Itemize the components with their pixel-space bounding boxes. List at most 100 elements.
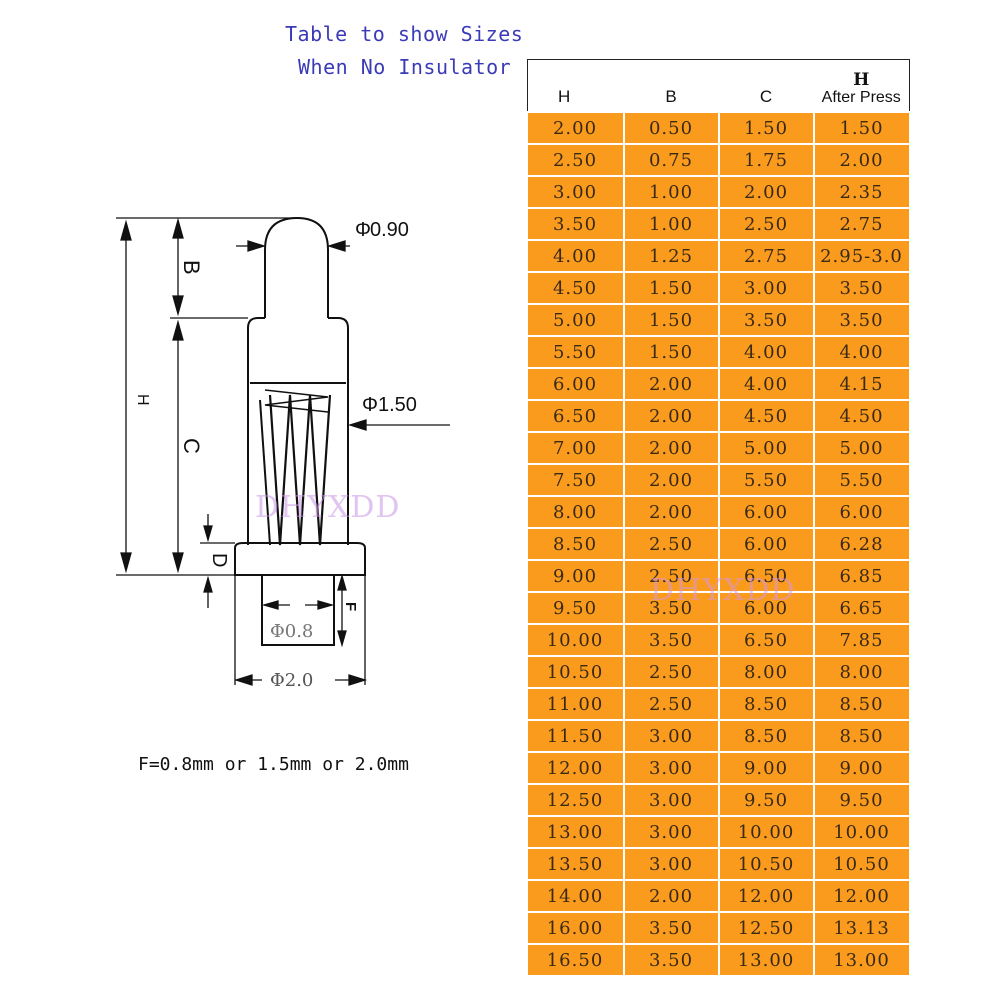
- cell-h: 12.50: [527, 783, 625, 817]
- table-title-line-1: Table to show Sizes: [285, 22, 524, 46]
- cell-c: 6.00: [717, 527, 815, 561]
- cell-h: 7.00: [527, 431, 625, 465]
- cell-b: 1.00: [622, 175, 720, 209]
- dimension-label-h: H: [134, 394, 151, 406]
- cell-c: 8.50: [717, 687, 815, 721]
- cell-h-after-press: 10.00: [812, 815, 911, 849]
- base-diameter-label: Φ2.0: [270, 670, 313, 691]
- cell-h: 14.00: [527, 879, 625, 913]
- cell-h: 9.50: [527, 591, 625, 625]
- header-after-press-label: After Press: [821, 89, 901, 106]
- spring-top: [264, 389, 329, 413]
- cell-h: 5.50: [527, 335, 625, 369]
- cell-h: 5.00: [527, 303, 625, 337]
- tip-diameter-symbol: Φ: [355, 219, 371, 241]
- cell-b: 0.50: [622, 111, 720, 145]
- cell-b: 2.50: [622, 687, 720, 721]
- cell-h-after-press: 8.50: [812, 719, 911, 753]
- cell-c: 4.00: [717, 367, 815, 401]
- header-h-after-press: H After Press: [813, 59, 910, 113]
- cell-c: 1.50: [717, 111, 815, 145]
- cell-h-after-press: 5.50: [812, 463, 911, 497]
- cell-b: 3.50: [622, 911, 720, 945]
- cell-h: 3.50: [527, 207, 625, 241]
- cell-b: 3.00: [622, 847, 720, 881]
- cell-c: 6.50: [717, 559, 815, 593]
- cell-c: 13.00: [717, 943, 815, 977]
- cell-h-after-press: 2.95-3.0: [812, 239, 911, 273]
- cell-h-after-press: 1.50: [812, 111, 911, 145]
- barrel-outline: [247, 317, 349, 545]
- cell-h: 6.50: [527, 399, 625, 433]
- cell-c: 12.00: [717, 879, 815, 913]
- tail-outline: [261, 574, 335, 646]
- cell-h-after-press: 2.75: [812, 207, 911, 241]
- cell-h: 4.50: [527, 271, 625, 305]
- cell-h-after-press: 10.50: [812, 847, 911, 881]
- cell-b: 3.00: [622, 815, 720, 849]
- cell-c: 9.00: [717, 751, 815, 785]
- pogo-pin-drawing: Φ 0.90 Φ 1.50 Φ0.8 Φ2.0 B C H D F: [116, 216, 450, 691]
- cell-c: 5.50: [717, 463, 815, 497]
- cell-h-after-press: 6.85: [812, 559, 911, 593]
- body-diameter-label: 1.50: [378, 394, 417, 416]
- cell-h-after-press: 2.35: [812, 175, 911, 209]
- cell-b: 3.00: [622, 783, 720, 817]
- cell-b: 2.50: [622, 655, 720, 689]
- cell-h: 10.50: [527, 655, 625, 689]
- cell-h: 9.00: [527, 559, 625, 593]
- cell-h-after-press: 4.50: [812, 399, 911, 433]
- dimension-label-f: F: [342, 602, 359, 611]
- cell-h-after-press: 8.50: [812, 687, 911, 721]
- cell-b: 2.50: [622, 527, 720, 561]
- cell-h-after-press: 9.50: [812, 783, 911, 817]
- cell-c: 8.50: [717, 719, 815, 753]
- cell-b: 3.50: [622, 591, 720, 625]
- cell-b: 3.50: [622, 623, 720, 657]
- header-c: C: [718, 59, 814, 113]
- cell-h-after-press: 12.00: [812, 879, 911, 913]
- cell-h: 8.50: [527, 527, 625, 561]
- cell-h: 13.00: [527, 815, 625, 849]
- cell-b: 2.50: [622, 559, 720, 593]
- cell-b: 1.00: [622, 207, 720, 241]
- cell-h-after-press: 6.28: [812, 527, 911, 561]
- cell-b: 2.00: [622, 879, 720, 913]
- cell-c: 6.00: [717, 495, 815, 529]
- cell-h: 12.00: [527, 751, 625, 785]
- cell-c: 2.50: [717, 207, 815, 241]
- cell-b: 1.50: [622, 303, 720, 337]
- cell-b: 3.00: [622, 719, 720, 753]
- cell-c: 5.00: [717, 431, 815, 465]
- cell-h-after-press: 9.00: [812, 751, 911, 785]
- cell-c: 3.50: [717, 303, 815, 337]
- cell-c: 2.75: [717, 239, 815, 273]
- cell-h-after-press: 6.65: [812, 591, 911, 625]
- cell-h-after-press: 6.00: [812, 495, 911, 529]
- cell-c: 10.00: [717, 815, 815, 849]
- cell-h-after-press: 7.85: [812, 623, 911, 657]
- dimension-label-c: C: [179, 438, 204, 454]
- cell-c: 9.50: [717, 783, 815, 817]
- cell-h-after-press: 13.00: [812, 943, 911, 977]
- cell-h-after-press: 8.00: [812, 655, 911, 689]
- cell-c: 1.75: [717, 143, 815, 177]
